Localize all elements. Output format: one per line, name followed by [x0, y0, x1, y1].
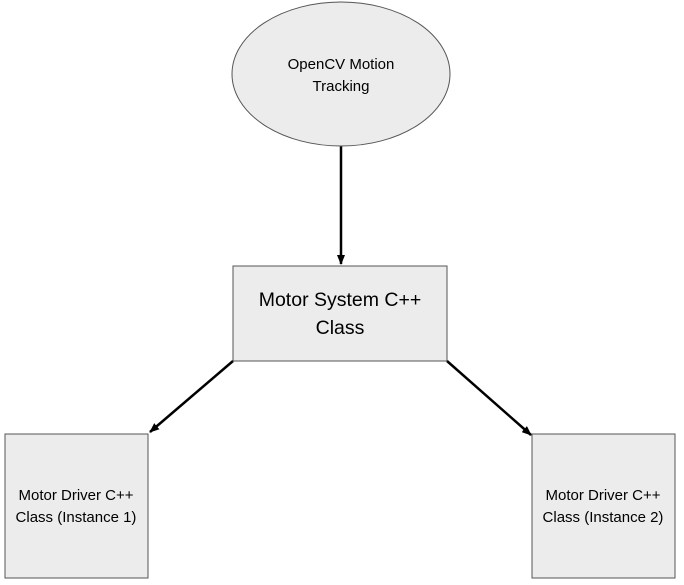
node-motor-driver-1-label-line1: Motor Driver C++ — [18, 487, 133, 504]
node-motor-driver-2: Motor Driver C++ Class (Instance 2) — [531, 433, 676, 579]
node-motor-system-shape — [232, 265, 448, 362]
node-motor-driver-2-shape — [531, 433, 676, 579]
node-motor-system-label-line2: Class — [316, 317, 365, 339]
node-motor-driver-1: Motor Driver C++ Class (Instance 1) — [4, 433, 149, 579]
node-motor-system-label-line1: Motor System C++ — [259, 289, 422, 311]
edge-motor-system-to-driver-2 — [446, 360, 532, 436]
node-motor-driver-2-label-line2: Class (Instance 2) — [543, 509, 664, 526]
edges — [149, 146, 532, 436]
node-opencv-label-line1: OpenCV Motion — [288, 56, 395, 73]
node-opencv-shape — [231, 1, 451, 147]
node-opencv-label-line2: Tracking — [313, 78, 370, 95]
node-motor-driver-2-label-line1: Motor Driver C++ — [545, 487, 660, 504]
node-motor-system: Motor System C++ Class — [232, 265, 448, 362]
node-motor-driver-1-shape — [4, 433, 149, 579]
node-opencv-motion-tracking: OpenCV Motion Tracking — [231, 1, 451, 147]
edge-motor-system-to-driver-1 — [149, 360, 234, 433]
node-motor-driver-1-label-line2: Class (Instance 1) — [16, 509, 137, 526]
